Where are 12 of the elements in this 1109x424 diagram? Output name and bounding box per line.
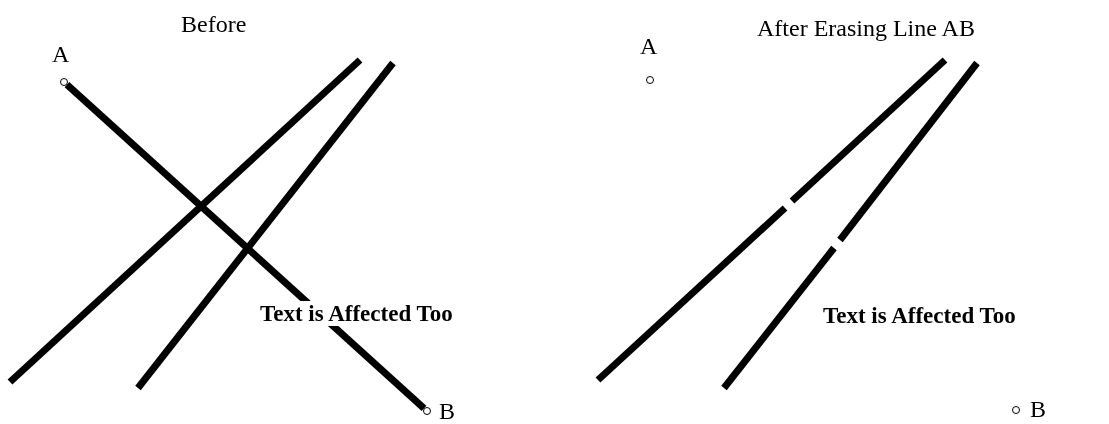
point-circle [646,76,654,84]
point-label: A [52,42,70,66]
line-segment [64,82,427,411]
point-circle [60,78,68,86]
point-label: B [1030,397,1046,421]
point-circle [1012,406,1020,414]
sample-text: Text is Affected Too [258,301,455,326]
heading: Before [181,12,247,36]
heading: After Erasing Line AB [757,16,975,40]
point-label: B [439,399,455,423]
point-circle [423,407,431,415]
point-label: A [640,34,658,58]
